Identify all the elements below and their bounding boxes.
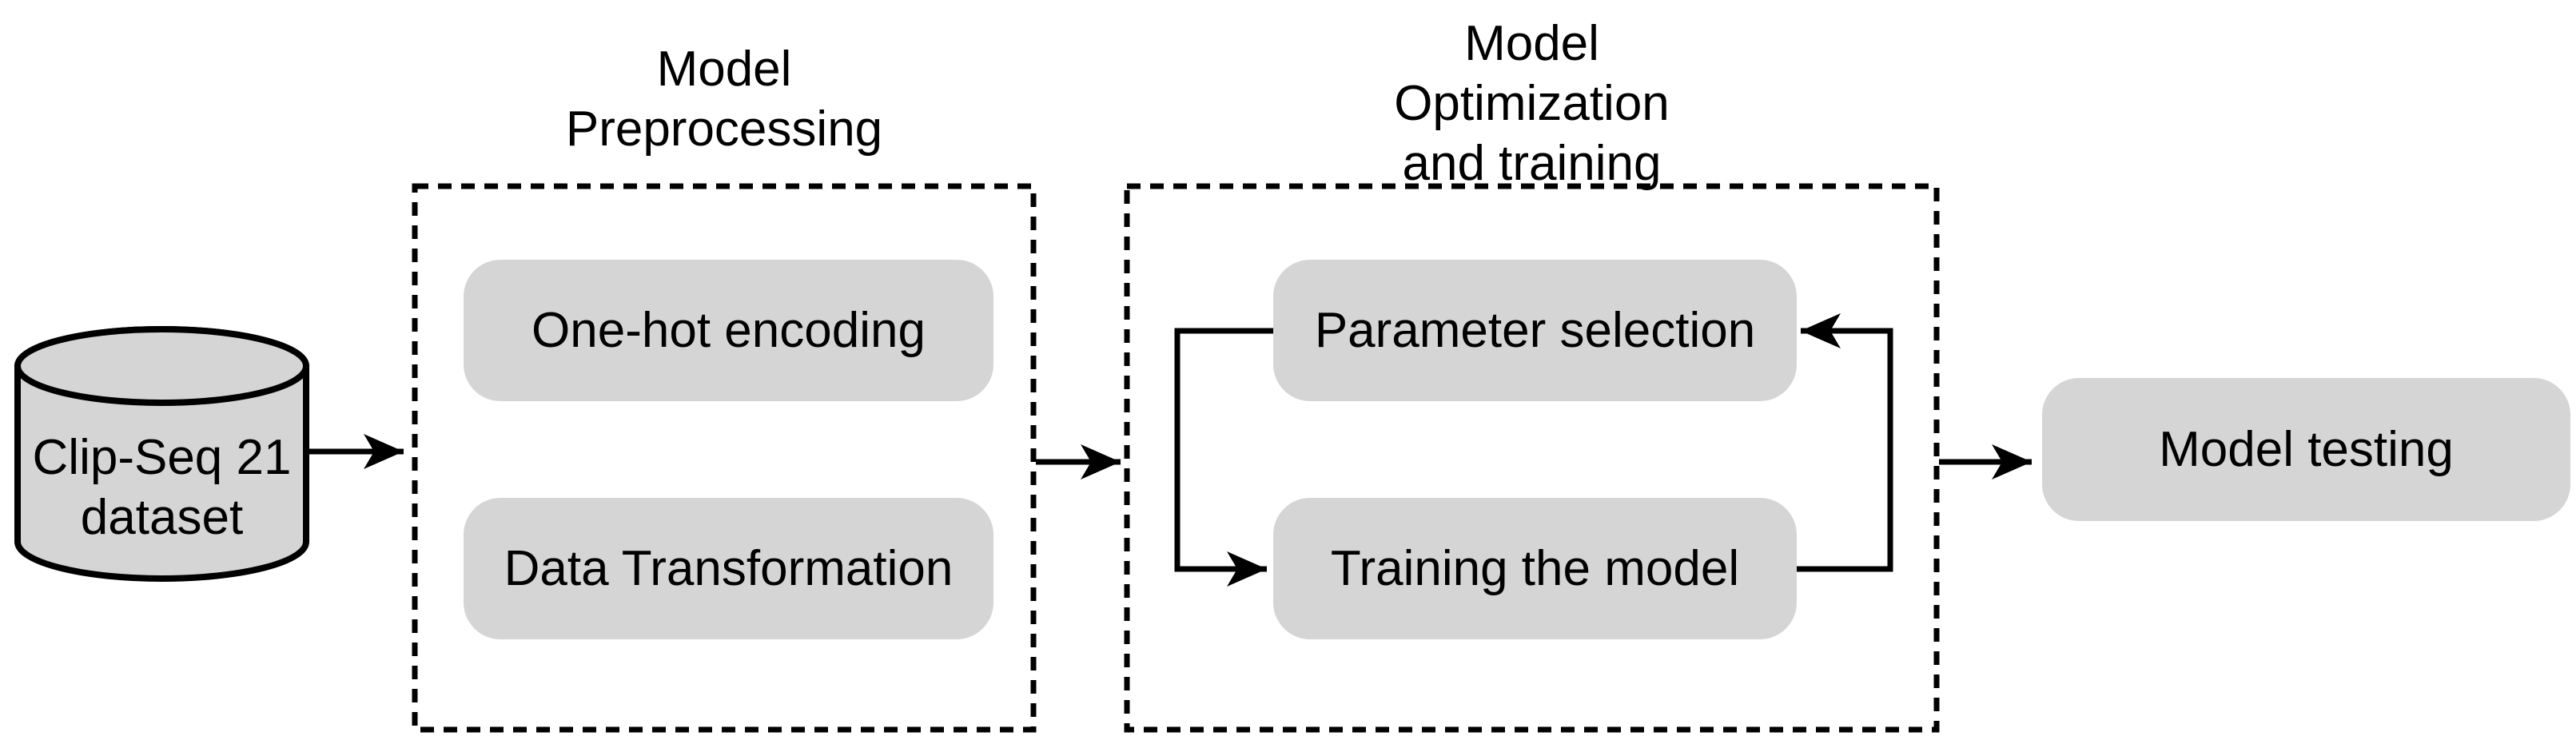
- preprocessing-title: Model Preprocessing: [565, 42, 883, 157]
- model-testing-node: [2042, 378, 2570, 521]
- dataset-label: Clip-Seq 21 dataset: [32, 430, 292, 545]
- parameter-selection-label: Parameter selection: [1314, 303, 1756, 358]
- one-hot-encoding-node: [464, 260, 993, 401]
- training-the-model-node: [1273, 498, 1797, 639]
- training-the-model-label: Training the model: [1330, 541, 1740, 596]
- model-testing-label: Model testing: [2159, 422, 2454, 477]
- arrow-parameter-to-training: [1174, 328, 1273, 587]
- optimization-title: Model Optimization and training: [1394, 16, 1670, 191]
- data-transformation-node: [464, 498, 993, 639]
- parameter-selection-node: [1273, 260, 1797, 401]
- preprocessing-group-box: [412, 183, 1037, 733]
- one-hot-encoding-label: One-hot encoding: [532, 303, 926, 358]
- arrow-training-to-parameter: [1797, 313, 1893, 572]
- optimization-group-box: [1124, 183, 1940, 733]
- data-transformation-label: Data Transformation: [504, 541, 954, 596]
- database-cylinder-icon: [14, 326, 309, 582]
